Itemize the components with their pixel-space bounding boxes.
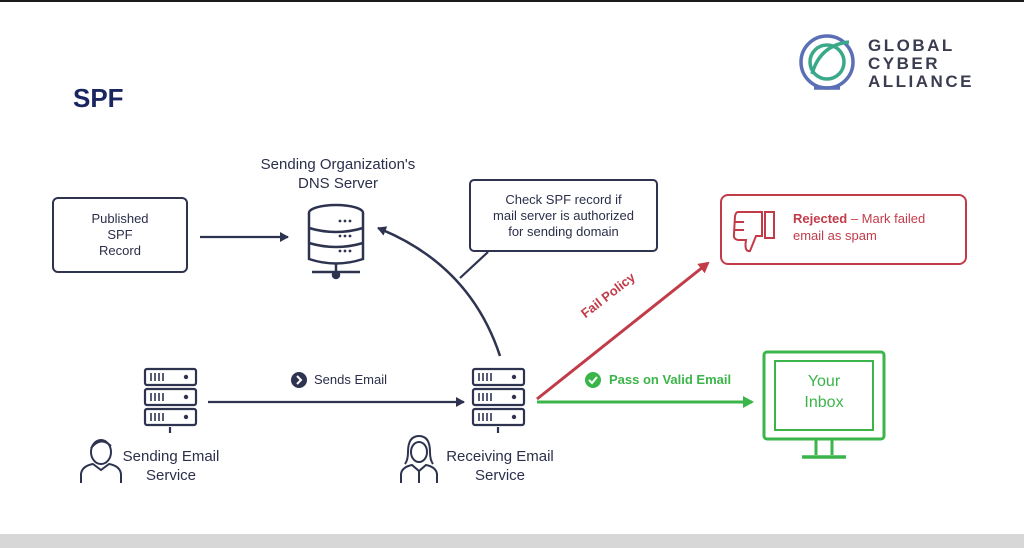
- inbox-label: Your Inbox: [775, 371, 873, 413]
- published-line-2: SPF: [107, 227, 133, 242]
- receiver-server-icon: [471, 367, 526, 433]
- check-line-3: for sending domain: [508, 223, 619, 239]
- sender-server-icon: [143, 367, 198, 433]
- bottom-edge: [0, 534, 1024, 548]
- pass-label: Pass on Valid Email: [609, 372, 732, 387]
- receiver-label: Receiving Email Service: [432, 447, 568, 485]
- rejected-text: Rejected – Mark failed email as spam: [793, 210, 925, 244]
- dns-server-icon: [307, 203, 365, 280]
- page-title: SPF: [73, 83, 124, 113]
- sender-line-1: Sending Email: [122, 448, 220, 465]
- top-edge: [0, 0, 1024, 2]
- check-spf-box: Check SPF record if mail server is autho…: [469, 179, 658, 252]
- rejected-strong: Rejected: [793, 211, 848, 226]
- sends-email-bullet-icon: [291, 372, 307, 388]
- sender-label: Sending Email Service: [108, 447, 234, 485]
- logo-text-2: CYBER: [868, 54, 941, 73]
- inbox-line-2: Inbox: [804, 394, 844, 411]
- sender-person-icon: [80, 439, 122, 483]
- arrow-fail-policy: [536, 261, 710, 401]
- published-line-1: Published: [91, 211, 149, 226]
- receiver-line-1: Receiving Email: [446, 448, 554, 465]
- logo-text-1: GLOBAL: [868, 36, 955, 55]
- dns-server-label: Sending Organization's DNS Server: [218, 155, 458, 193]
- receiver-line-2: Service: [474, 467, 526, 484]
- thumbs-down-icon: [732, 211, 775, 253]
- dns-label-line-1: Sending Organization's: [260, 156, 416, 173]
- inbox-monitor-icon: [762, 350, 886, 459]
- inbox-line-1: Your: [807, 373, 841, 390]
- published-spf-record-box: Published SPF Record: [52, 197, 188, 273]
- sends-email-label: Sends Email: [314, 372, 387, 387]
- published-line-3: Record: [99, 243, 141, 258]
- check-line-2: mail server is authorized: [493, 207, 634, 223]
- dns-label-line-2: DNS Server: [297, 175, 379, 192]
- logo-text-3: ALLIANCE: [868, 72, 974, 91]
- pass-check-icon: [585, 372, 601, 388]
- receiver-person-icon: [400, 434, 438, 483]
- rejected-rest-2: email as spam: [793, 228, 877, 243]
- sender-line-2: Service: [145, 467, 197, 484]
- callout-pointer: [459, 251, 489, 279]
- check-line-1: Check SPF record if: [505, 191, 622, 207]
- rejected-rest-1: – Mark failed: [847, 211, 926, 226]
- arrow-receiver-to-dns: [377, 226, 502, 357]
